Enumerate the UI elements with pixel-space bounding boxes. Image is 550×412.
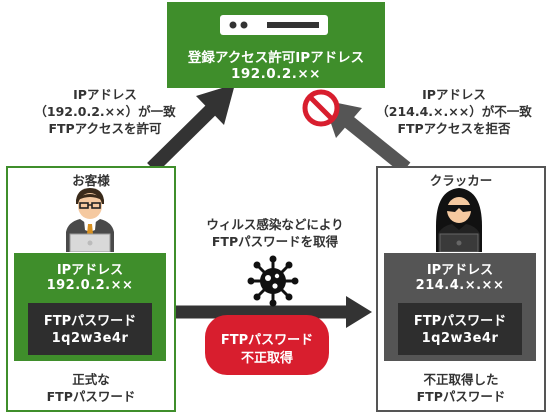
theft-arrow	[172, 296, 372, 328]
prohibited-icon	[302, 89, 340, 127]
cracker-password-value: 1q2w3e4r	[421, 331, 499, 346]
theft-badge-line2: 不正取得	[240, 351, 293, 366]
allow-caption-line2: （192.0.2.××）が一致	[34, 104, 176, 119]
customer-password-value: 1q2w3e4r	[51, 331, 129, 346]
customer-caption-line2: FTPパスワード	[46, 389, 136, 404]
deny-caption: IPアドレス （214.4.×.××）が不一致 FTPアクセスを拒否	[362, 86, 546, 137]
cracker-password-panel: FTPパスワード 1q2w3e4r	[398, 303, 522, 355]
deny-caption-line1: IPアドレス	[422, 87, 486, 102]
customer-password-label: FTPパスワード	[43, 314, 137, 329]
server-title: 登録アクセス許可IPアドレス	[187, 50, 365, 66]
virus-caption-line1: ウィルス感染などにより	[206, 217, 344, 232]
allow-caption-line3: FTPアクセスを許可	[48, 121, 162, 136]
allow-caption: IPアドレス （192.0.2.××）が一致 FTPアクセスを許可	[28, 86, 182, 137]
customer-ip-value: 192.0.2.××	[46, 278, 134, 293]
customer-ip-panel: IPアドレス 192.0.2.×× FTPパスワード 1q2w3e4r	[14, 253, 166, 361]
cracker-password-label: FTPパスワード	[413, 314, 507, 329]
cracker-ip-value: 214.4.×.××	[415, 278, 505, 293]
customer-person-icon	[66, 188, 114, 252]
cracker-person-icon	[436, 188, 482, 252]
customer-caption-line1: 正式な	[72, 372, 110, 387]
virus-caption-line2: FTPパスワードを取得	[211, 234, 339, 249]
cracker-ip-label: IPアドレス	[426, 263, 494, 278]
cracker-caption-line1: 不正取得した	[423, 372, 499, 387]
cracker-caption-line2: FTPパスワード	[416, 389, 506, 404]
cracker-ip-panel: IPアドレス 214.4.×.×× FTPパスワード 1q2w3e4r	[384, 253, 536, 361]
server-icon	[220, 15, 328, 35]
virus-caption: ウィルス感染などにより FTPパスワードを取得	[178, 216, 372, 250]
deny-caption-line2: （214.4.×.××）が不一致	[376, 104, 532, 119]
theft-badge-line1: FTPパスワード	[220, 333, 314, 348]
customer-password-panel: FTPパスワード 1q2w3e4r	[28, 303, 152, 355]
allow-caption-line1: IPアドレス	[73, 87, 137, 102]
password-theft-badge: FTPパスワード 不正取得	[205, 315, 329, 375]
customer-ip-label: IPアドレス	[56, 263, 124, 278]
cracker-caption: 不正取得した FTPパスワード	[378, 371, 544, 405]
customer-caption: 正式な FTPパスワード	[8, 371, 174, 405]
server-ip: 192.0.2.××	[231, 66, 321, 82]
cracker-title: クラッカー	[429, 173, 493, 188]
allow-arrow	[147, 84, 235, 173]
customer-title: お客様	[72, 173, 110, 188]
virus-icon	[247, 255, 299, 307]
deny-caption-line3: FTPアクセスを拒否	[397, 121, 511, 136]
server-box: 登録アクセス許可IPアドレス 192.0.2.××	[167, 2, 385, 88]
